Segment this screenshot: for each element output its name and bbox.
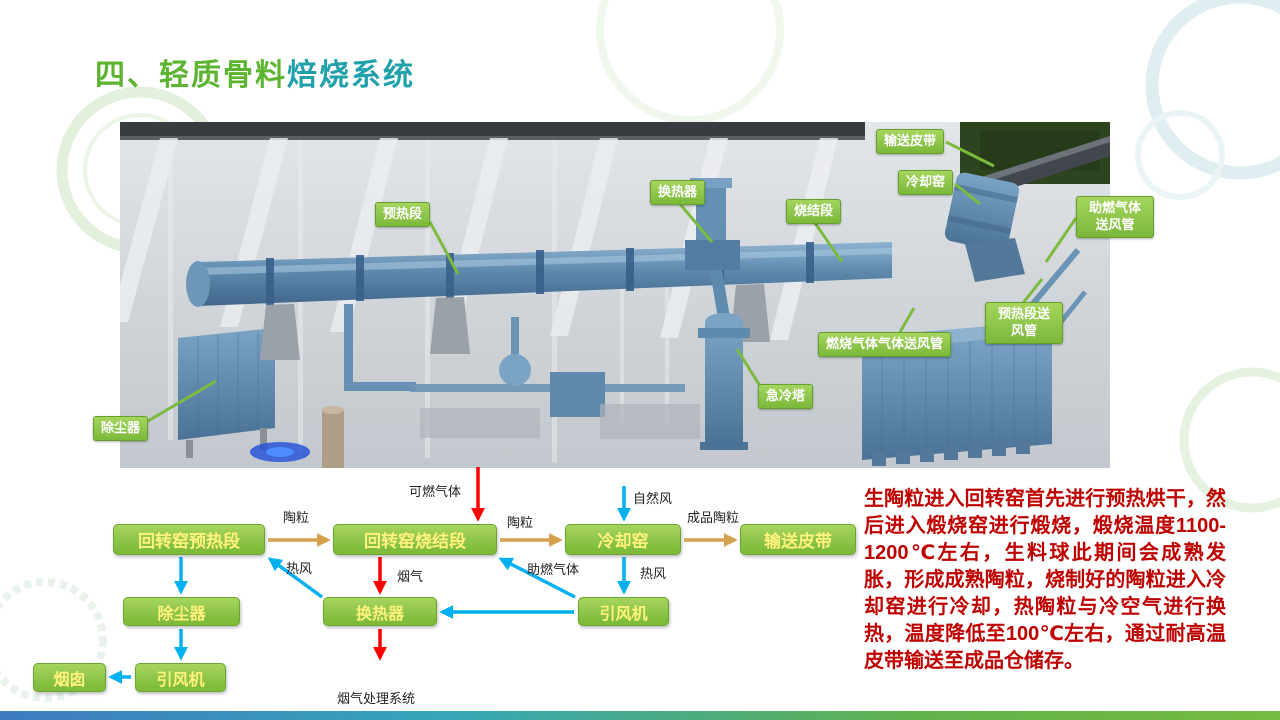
arrow-label-combustion-air: 助燃气体 [527,562,580,577]
flow-box-draft-fan-1: 引风机 [578,597,669,626]
flow-box-dust-collector: 除尘器 [123,597,240,626]
air-flow-arrows [108,486,631,684]
photo-label-cooling-kiln: 冷却窑 [898,170,954,195]
callout-leader-lines [147,140,1078,423]
arrow-label-ceramsite-2: 陶粒 [507,515,534,530]
photo-label-dust-collector: 除尘器 [93,416,149,441]
flow-box-conveyor: 输送皮带 [740,524,856,555]
arrow-label-hot-air-2: 热风 [640,566,667,581]
quench-tower-equipment [698,269,750,450]
arrow-label-flue-gas: 烟气 [397,569,424,584]
piping-and-vessels [250,304,700,468]
photo-label-conveyor: 输送皮带 [876,129,945,154]
photo-label-fuel-gas-duct: 燃烧气体气体送风管 [818,332,952,357]
flow-box-cooling-kiln: 冷却窑 [565,524,681,555]
arrow-label-ceramsite-1: 陶粒 [283,510,310,525]
flow-box-rotary-kiln-preheat: 回转窑预热段 [113,524,265,555]
flow-box-draft-fan-2: 引风机 [135,663,226,692]
page-title: 四、轻质骨料焙烧系统 [95,50,415,94]
photo-label-heat-exchanger: 换热器 [650,180,706,205]
dust-collector-equipment [178,328,288,458]
arrow-label-finished-ceramsite: 成品陶粒 [687,510,740,525]
photo-label-quench-tower: 急冷塔 [758,384,814,409]
arrow-label-natural-air: 自然风 [633,491,673,506]
arrow-label-flue-gas-treatment: 烟气处理系统 [337,691,416,706]
photo-label-preheat-section: 预热段 [375,202,431,227]
heat-exchanger-equipment [685,178,740,270]
photo-label-preheat-air-duct: 预热段送 风管 [985,302,1063,344]
gas-flow-arrows [373,467,485,661]
page-title-part1: 四、轻质骨料 [95,59,287,92]
footer-bar [0,711,1280,720]
conveyor-belt-structure [960,122,1110,198]
photo-label-combustion-air-duct: 助燃气体 送风管 [1076,196,1154,238]
description-text: 生陶粒进入回转窑首先进行预热烘干，然后进入煅烧窑进行煅烧，煅烧温度1100-12… [864,488,1226,672]
flow-box-rotary-kiln-sinter: 回转窑烧结段 [333,524,497,555]
arrow-label-hot-air-1: 热风 [286,561,313,576]
flow-box-chimney: 烟囱 [33,663,106,692]
flow-box-heat-exchanger: 换热器 [323,597,437,626]
arrow-label-fuel-gas: 可燃气体 [409,484,462,499]
page-title-part2: 焙烧系统 [287,59,415,92]
photo-label-sinter-section: 烧结段 [786,199,842,224]
cooling-kiln-equipment [944,172,1025,282]
